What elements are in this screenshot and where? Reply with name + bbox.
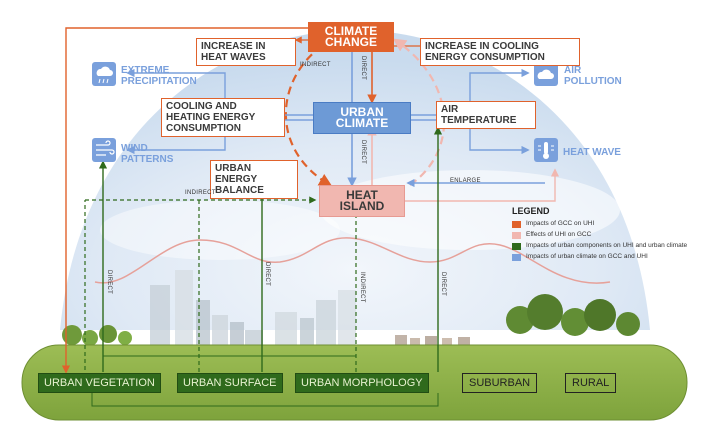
legend-item: Effects of UHI on GCC [512, 231, 697, 239]
node-air-temperature: AIR TEMPERATURE [436, 101, 536, 129]
legend-item: Impacts of GCC on UHI [512, 220, 697, 228]
legend-item: Impacts of urban components on UHI and u… [512, 242, 697, 250]
legend-title: LEGEND [512, 206, 550, 216]
legend-label: Impacts of GCC on UHI [526, 220, 595, 227]
cloud-icon [534, 62, 558, 86]
arrow-hi-to-heat-wave [405, 168, 560, 202]
legend-label: Effects of UHI on GCC [526, 231, 592, 238]
legend-swatch [512, 243, 521, 250]
legend-label: Impacts of urban components on UHI and u… [526, 242, 688, 249]
label-indirect-top: INDIRECT [300, 62, 331, 68]
label-heat-wave: HEAT WAVE [563, 147, 621, 158]
node-climate-change: CLIMATE CHANGE [308, 22, 394, 52]
label-direct-top: DIRECT [360, 56, 366, 81]
arrow-cc-to-vegetation [61, 27, 308, 374]
label-direct-left: DIRECT [106, 270, 112, 295]
label-enlarge: ENLARGE [450, 178, 481, 184]
node-urban-climate: URBAN CLIMATE [313, 102, 411, 134]
cloud-rain-icon [92, 62, 116, 86]
component-urban-vegetation: URBAN VEGETATION [38, 373, 161, 393]
legend-label: Impacts of urban climate on GCC and UHI [526, 253, 648, 260]
legend-swatch [512, 232, 521, 239]
wind-icon [92, 138, 116, 162]
label-indirect-left: INDIRECT [185, 190, 216, 196]
label-direct-mid: DIRECT [360, 140, 366, 165]
node-increase-cooling: INCREASE IN COOLING ENERGY CONSUMPTION [420, 38, 580, 66]
component-rural: RURAL [565, 373, 617, 393]
temperature-profile-line [94, 237, 611, 284]
legend-swatch [512, 221, 521, 228]
city-skyline [150, 270, 356, 345]
component-urban-surface: URBAN SURFACE [177, 373, 283, 393]
legend: LEGEND Impacts of GCC on UHI Effects of … [512, 206, 697, 264]
node-urban-energy-balance: URBAN ENERGY BALANCE [210, 160, 298, 199]
suburb-houses [395, 335, 470, 345]
node-increase-heat-waves: INCREASE IN HEAT WAVES [196, 38, 296, 66]
cloud-haze [100, 200, 340, 260]
node-heat-island: HEAT ISLAND [319, 185, 405, 217]
legend-item: Impacts of urban climate on GCC and UHI [512, 253, 697, 261]
component-urban-morphology: URBAN MORPHOLOGY [295, 373, 429, 393]
label-direct-center: DIRECT [264, 262, 270, 287]
label-wind-patterns: WIND PATTERNS [121, 143, 174, 165]
legend-swatch [512, 254, 521, 261]
green-connector-bottom [91, 393, 439, 407]
label-extreme-precipitation: EXTREME PRECIPITATION [121, 65, 197, 87]
label-air-pollution: AIR POLLUTION [564, 65, 622, 87]
component-suburban: SUBURBAN [462, 373, 538, 393]
label-direct-right: DIRECT [440, 272, 446, 297]
label-indirect-right: INDIRECT [359, 272, 365, 303]
node-cooling-heating: COOLING AND HEATING ENERGY CONSUMPTION [161, 98, 285, 137]
thermometer-icon [534, 138, 558, 162]
